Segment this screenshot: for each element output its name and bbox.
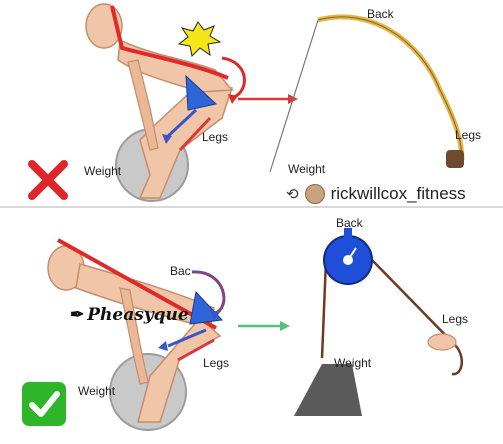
arrow-head bbox=[228, 94, 238, 104]
instagram-handle: rickwillcox_fitness bbox=[330, 184, 466, 203]
x-mark-icon bbox=[28, 160, 68, 200]
pulley-weight bbox=[294, 364, 362, 416]
retweet-icon: ⟲ bbox=[286, 185, 299, 203]
leg-force-arrow bbox=[167, 328, 207, 348]
pulley-weight-label: Weight bbox=[334, 356, 372, 370]
panel-divider bbox=[0, 206, 503, 209]
pulley-back-label: Back bbox=[336, 216, 363, 230]
repost-attribution: ⟲ rickwillcox_fitness bbox=[282, 183, 470, 205]
legs-label: Legs bbox=[202, 130, 229, 144]
weight-label: Weight bbox=[84, 164, 122, 178]
rod-back-label: Back bbox=[367, 7, 394, 21]
pulley-pointer bbox=[347, 247, 357, 261]
rope-hook bbox=[451, 345, 464, 376]
rod-legs-label: Legs bbox=[455, 128, 482, 142]
incorrect-form-illustration bbox=[85, 3, 465, 202]
incorrect-form-panel: Legs Weight Back Legs Weight ⟲ rickwillc… bbox=[0, 0, 503, 207]
legs-label: Legs bbox=[203, 356, 230, 370]
arrow-head bbox=[158, 341, 168, 351]
fishing-line bbox=[269, 19, 319, 173]
rod-reel bbox=[446, 150, 464, 168]
pulley-mount bbox=[344, 228, 352, 238]
rod-weight-label: Weight bbox=[288, 162, 326, 176]
leg-force-arrow bbox=[177, 338, 215, 362]
correct-form-illustration bbox=[47, 228, 464, 431]
figure-arm bbox=[119, 287, 149, 385]
arrow-head bbox=[162, 134, 172, 144]
arrow-head bbox=[210, 310, 220, 320]
hand bbox=[427, 333, 457, 351]
hip-pivot-icon bbox=[185, 74, 218, 111]
back-label: Bac bbox=[170, 264, 191, 278]
pen-nib-icon: ✒ bbox=[70, 305, 85, 325]
fishing-rod-outline bbox=[317, 16, 463, 161]
pulley-rope-right bbox=[371, 259, 457, 347]
pain-burst-icon bbox=[177, 21, 222, 58]
straight-back-line bbox=[57, 238, 217, 330]
leg-force-arrow bbox=[164, 108, 198, 140]
rounded-back-line bbox=[110, 5, 229, 80]
hip-rotation-arrow bbox=[221, 56, 246, 100]
correct-form-panel: Bac Legs Weight Back Legs Weight bbox=[0, 208, 503, 444]
weight-label: Weight bbox=[78, 384, 116, 398]
hip-pivot-icon bbox=[189, 290, 224, 325]
watermark-text: Pheasyque bbox=[87, 305, 189, 325]
avatar bbox=[304, 184, 325, 204]
check-mark-icon bbox=[22, 382, 66, 426]
figure-arm bbox=[127, 59, 159, 151]
figure-legs bbox=[137, 316, 222, 423]
leg-force-arrow bbox=[178, 116, 212, 152]
watermark: ✒Pheasyque bbox=[70, 305, 189, 325]
hip-rotation-arrow-edge bbox=[191, 271, 225, 315]
pulley-legs-label: Legs bbox=[442, 312, 469, 326]
fishing-rod bbox=[317, 14, 465, 161]
pulley-rope-left bbox=[320, 259, 328, 359]
comparison-arrow-head bbox=[280, 321, 290, 331]
